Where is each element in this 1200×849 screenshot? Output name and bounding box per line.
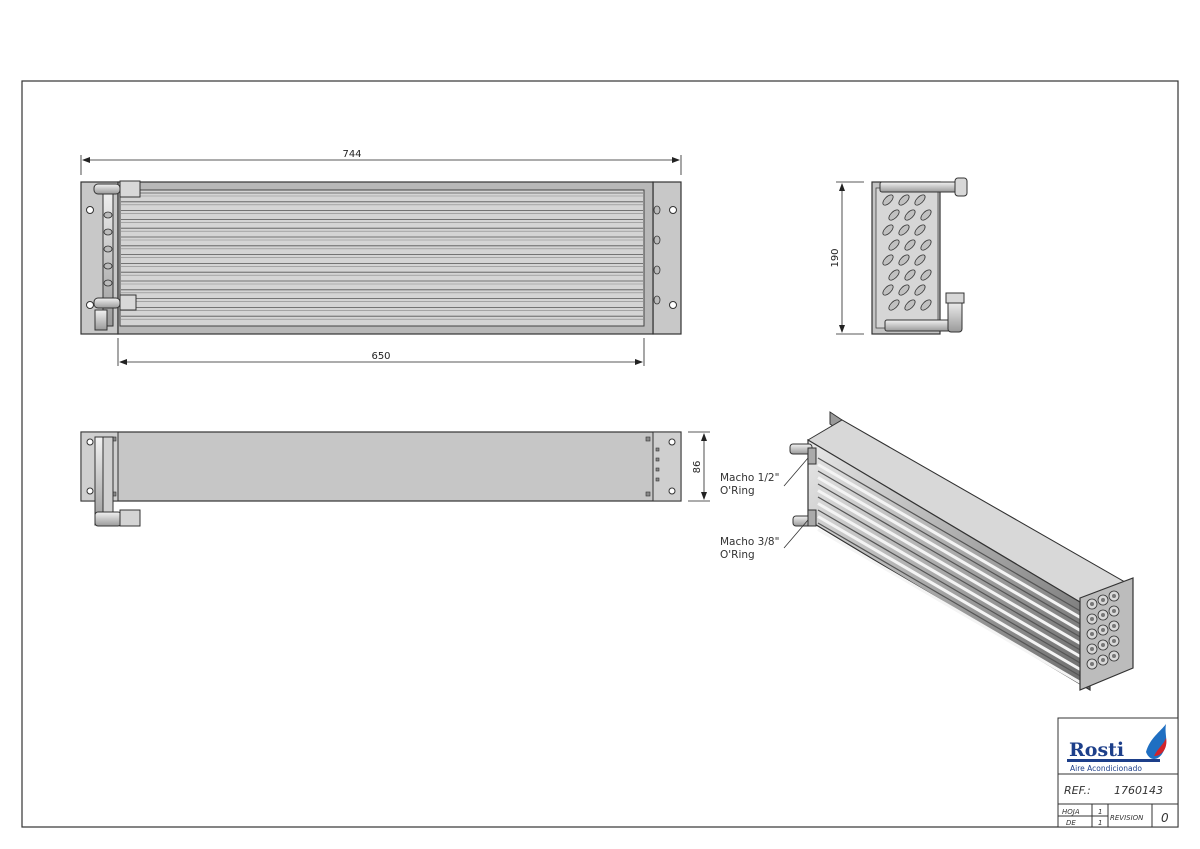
tube-hole: [920, 299, 932, 311]
tube-hole: [914, 194, 926, 206]
of-label: DE: [1066, 819, 1076, 827]
flame-accent-icon: [1154, 738, 1167, 756]
tube-hole: [920, 209, 932, 221]
rosti-logo: Rosti Aire Acondicionado: [1067, 724, 1167, 773]
tube-hole: [888, 299, 900, 311]
dim-depth: 86: [692, 461, 703, 474]
tube-hole: [920, 269, 932, 281]
tube-hole: [914, 224, 926, 236]
dim-overall-length: 744: [342, 149, 361, 160]
top-view: 86: [80, 431, 710, 527]
callout-outlet-size: Macho 3/8": [720, 536, 779, 548]
title-block: Rosti Aire Acondicionado REF.: 1760143 H…: [1057, 717, 1179, 828]
tube-hole: [888, 269, 900, 281]
isometric-view: [783, 411, 1134, 692]
ref-value: 1760143: [1114, 784, 1163, 797]
sheet-border: [21, 80, 1179, 828]
tube-hole: [914, 284, 926, 296]
of-value: 1: [1098, 819, 1102, 827]
tube-ends: [1086, 590, 1120, 670]
sheet-label: HOJA: [1062, 808, 1080, 816]
tube-hole: [882, 254, 894, 266]
fin-tubes: [121, 192, 643, 320]
dim-height: 190: [830, 248, 841, 267]
logo-subtitle: Aire Acondicionado: [1070, 764, 1142, 773]
tube-hole: [888, 209, 900, 221]
tube-hole: [882, 194, 894, 206]
dim-tube-length: 650: [371, 351, 390, 362]
tube-hole: [904, 239, 916, 251]
isometric-tubes: [817, 457, 1083, 685]
callout-inlet-size: Macho 1/2": [720, 472, 779, 484]
callout-outlet-seal: O'Ring: [720, 549, 755, 561]
tube-pattern: [882, 194, 932, 311]
tube-hole: [904, 299, 916, 311]
tube-hole: [898, 194, 910, 206]
ref-label: REF.:: [1064, 784, 1091, 797]
front-view: 744 650: [80, 149, 682, 366]
callout-outlet: Macho 3/8" O'Ring: [720, 536, 779, 561]
tube-hole: [920, 239, 932, 251]
tube-hole: [904, 209, 916, 221]
tube-hole: [898, 224, 910, 236]
tube-hole: [904, 269, 916, 281]
tube-hole: [914, 254, 926, 266]
revision-value: 0: [1161, 811, 1169, 825]
logo-name: Rosti: [1069, 739, 1124, 761]
side-view: 190: [830, 177, 968, 335]
tube-hole: [882, 224, 894, 236]
revision-label: REVISION: [1110, 814, 1144, 822]
tube-hole: [882, 284, 894, 296]
callout-inlet: Macho 1/2" O'Ring: [720, 472, 779, 497]
tube-hole: [888, 239, 900, 251]
tube-hole: [898, 284, 910, 296]
tube-hole: [898, 254, 910, 266]
callout-inlet-seal: O'Ring: [720, 485, 755, 497]
sheet-value: 1: [1098, 808, 1102, 816]
